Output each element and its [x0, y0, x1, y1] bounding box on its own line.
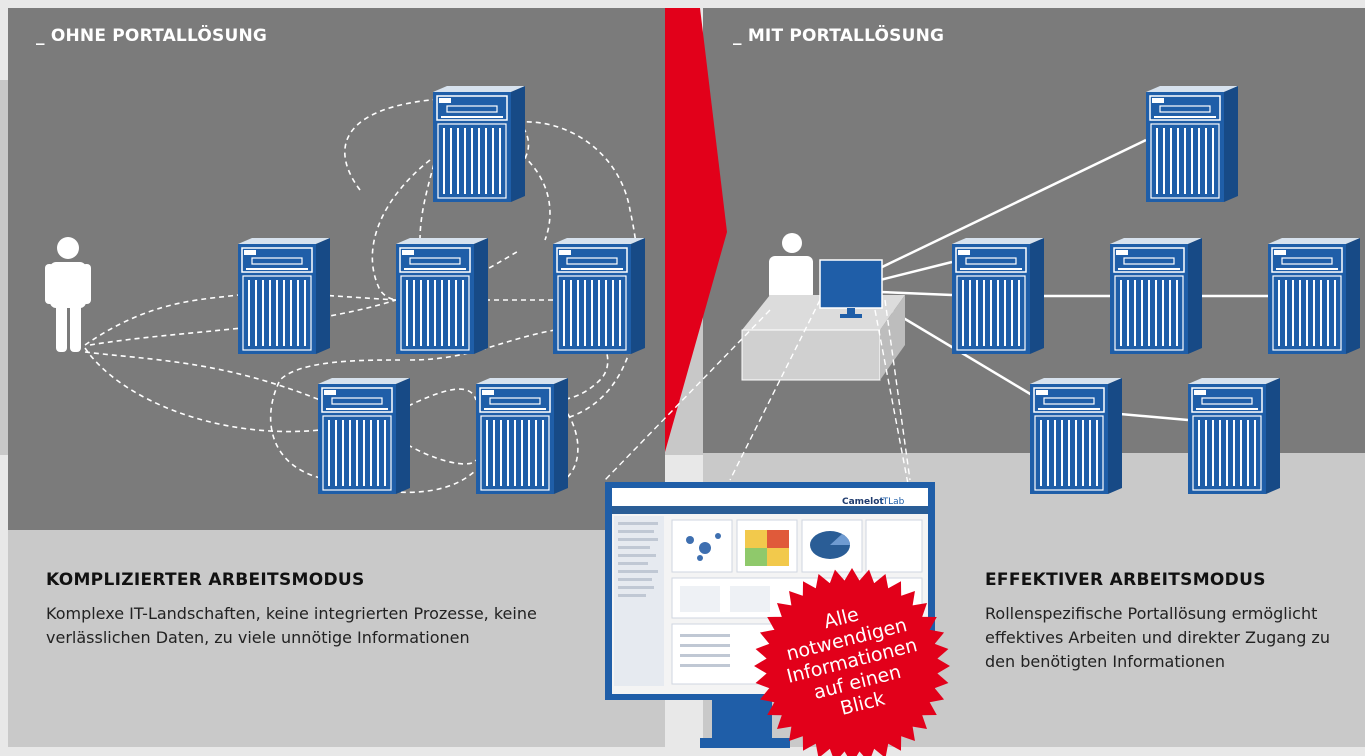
- right-heading: EFFEKTIVER ARBEITSMODUS: [985, 570, 1266, 590]
- server-icon: [237, 237, 331, 355]
- server-icon: [1029, 377, 1123, 495]
- server-icon: [1187, 377, 1281, 495]
- left-panel-title: _ OHNE PORTALLÖSUNG: [36, 26, 268, 46]
- server-icon: [951, 237, 1045, 355]
- left-heading: KOMPLIZIERTER ARBEITSMODUS: [46, 570, 365, 590]
- right-description: Rollenspezifische Portallösung ermöglich…: [985, 604, 1330, 671]
- svg-text:Camelot: Camelot: [842, 497, 884, 507]
- server-icon: [432, 85, 526, 203]
- server-icon: [1145, 85, 1239, 203]
- star-badge-icon: [754, 568, 950, 756]
- server-icon: [1267, 237, 1361, 355]
- left-description: Komplexe IT-Landschaften, keine integrie…: [46, 604, 537, 647]
- left-description-box: KOMPLIZIERTER ARBEITSMODUS Komplexe IT-L…: [8, 530, 665, 747]
- right-panel-title: _ MIT PORTALLÖSUNG: [733, 26, 945, 46]
- server-icon: [552, 237, 646, 355]
- person-icon: [45, 237, 91, 352]
- server-icon: [475, 377, 569, 495]
- arrow-icon: [665, 8, 727, 452]
- monitor-stand: [700, 700, 790, 748]
- svg-text:ITLab: ITLab: [880, 497, 905, 507]
- monitor-icon: [819, 259, 883, 318]
- server-icon: [317, 377, 411, 495]
- server-icon: [395, 237, 489, 355]
- server-icon: [1109, 237, 1203, 355]
